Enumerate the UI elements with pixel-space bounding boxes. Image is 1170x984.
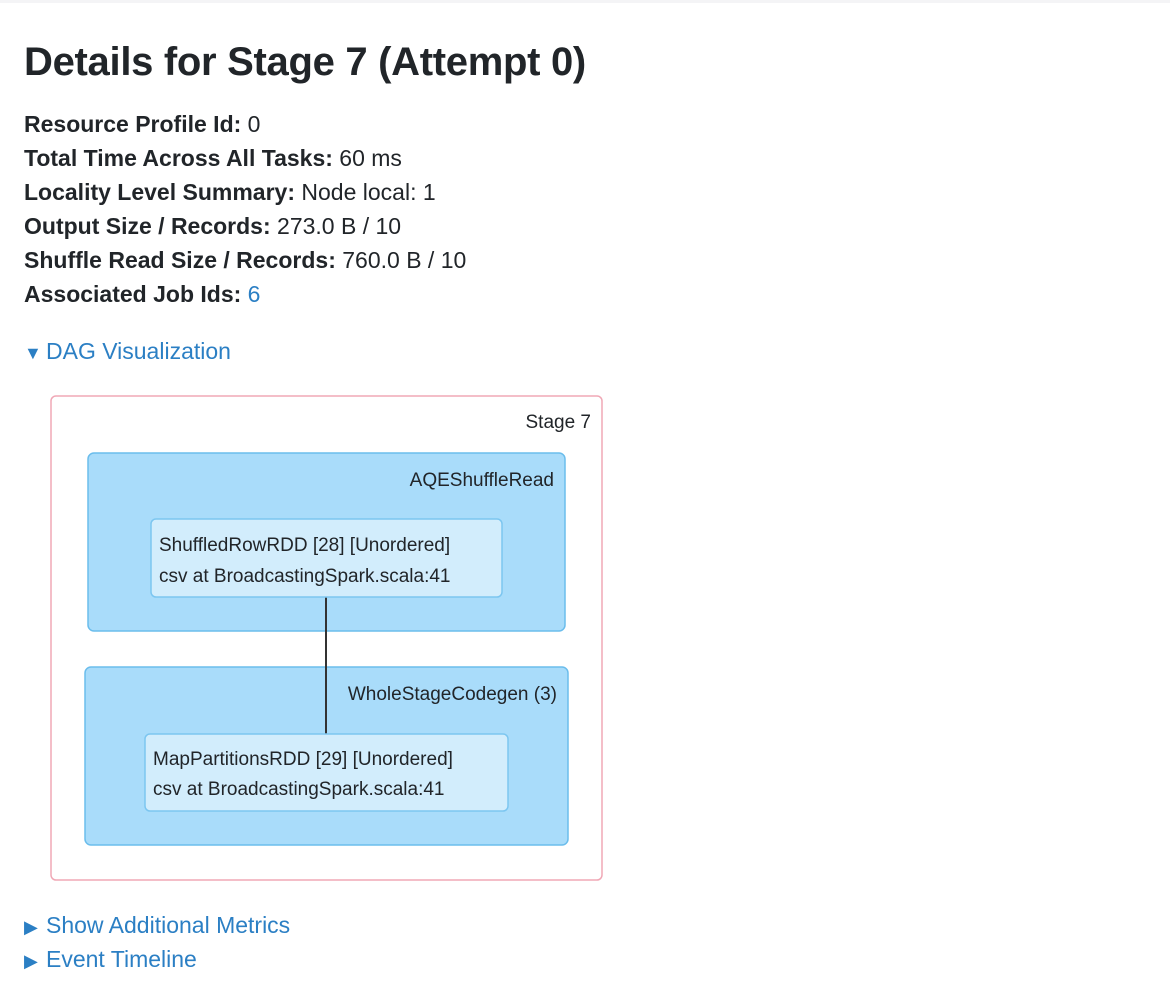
summary-item-resource-profile: Resource Profile Id: 0 <box>24 107 466 141</box>
summary-label: Shuffle Read Size / Records: <box>24 247 336 273</box>
rdd-node-callsite: csv at BroadcastingSpark.scala:41 <box>153 779 445 800</box>
summary-label: Associated Job Ids: <box>24 281 242 307</box>
summary-value: 760.0 B / 10 <box>342 247 467 273</box>
cluster-label: AQEShuffleRead <box>410 470 554 491</box>
summary-value: 273.0 B / 10 <box>277 213 402 239</box>
summary-item-locality: Locality Level Summary: Node local: 1 <box>24 175 466 209</box>
caret-right-icon: ▶ <box>24 951 38 971</box>
summary-item-total-time: Total Time Across All Tasks: 60 ms <box>24 141 466 175</box>
summary-item-shuffle-read: Shuffle Read Size / Records: 760.0 B / 1… <box>24 243 466 277</box>
summary-label: Output Size / Records: <box>24 213 271 239</box>
job-id-link[interactable]: 6 <box>247 281 261 307</box>
rdd-node-callsite: csv at BroadcastingSpark.scala:41 <box>159 566 451 587</box>
rdd-node-map-partitions[interactable] <box>144 733 509 812</box>
summary-item-job-ids: Associated Job Ids: 6 <box>24 277 466 311</box>
top-divider <box>0 0 1170 3</box>
rdd-node-shuffled-row[interactable] <box>150 518 503 598</box>
event-timeline-label: Event Timeline <box>46 946 197 972</box>
stage-cluster-label: Stage 7 <box>526 412 592 433</box>
additional-metrics-toggle[interactable]: ▶ Show Additional Metrics <box>24 908 290 942</box>
summary-value: 60 ms <box>339 145 402 171</box>
event-timeline-toggle[interactable]: ▶ Event Timeline <box>24 942 197 976</box>
page-title: Details for Stage 7 (Attempt 0) <box>24 40 586 84</box>
summary-label: Total Time Across All Tasks: <box>24 145 333 171</box>
caret-right-icon: ▶ <box>24 917 38 937</box>
summary-value: Node local: 1 <box>301 179 436 205</box>
summary-label: Locality Level Summary: <box>24 179 295 205</box>
additional-metrics-label: Show Additional Metrics <box>46 912 291 938</box>
dag-visualization-toggle[interactable]: ▼DAG Visualization <box>24 334 231 368</box>
rdd-node-name: ShuffledRowRDD [28] [Unordered] <box>159 535 450 556</box>
rdd-node-name: MapPartitionsRDD [29] [Unordered] <box>153 749 453 770</box>
stage-summary-list: Resource Profile Id: 0 Total Time Across… <box>24 107 466 311</box>
summary-item-output-size: Output Size / Records: 273.0 B / 10 <box>24 209 466 243</box>
cluster-label: WholeStageCodegen (3) <box>348 684 557 705</box>
summary-label: Resource Profile Id: <box>24 111 242 137</box>
summary-value: 0 <box>247 111 261 137</box>
dag-visualization-label: DAG Visualization <box>46 338 231 364</box>
caret-down-icon: ▼ <box>24 343 42 363</box>
